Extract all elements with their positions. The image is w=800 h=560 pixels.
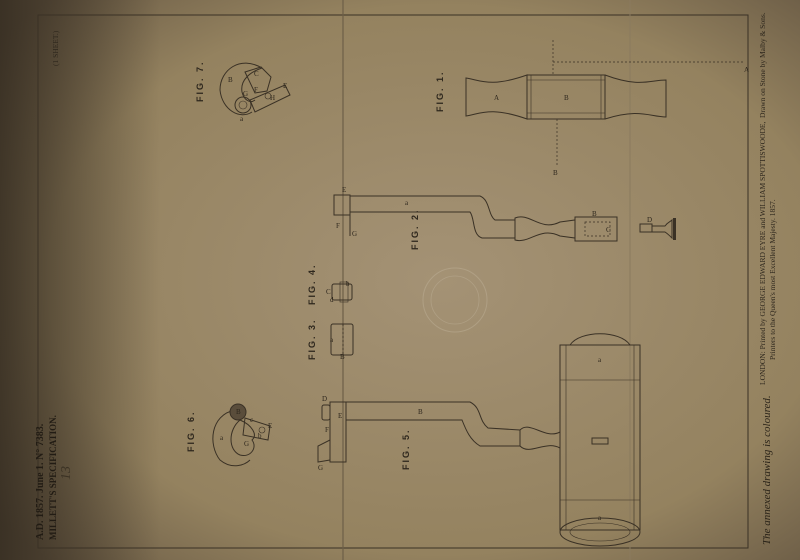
part-label: D — [322, 395, 327, 403]
part-label: E — [338, 412, 342, 420]
printer-line-2: Printers to the Queen's most Excellent M… — [768, 199, 777, 360]
fig4-label: FIG. 4. — [307, 263, 317, 305]
part-label: b — [346, 280, 350, 288]
part-label: a — [598, 356, 602, 364]
fig2-drawing: a E F G B C D — [333, 186, 676, 242]
title-line-1: A.D. 1857. June 1. N° 7383. — [35, 423, 46, 540]
part-label: C — [606, 226, 611, 234]
printer-line-1: LONDON: Printed by GEORGE EDWARD EYRE an… — [758, 121, 767, 385]
fig6-drawing: a B G c E b — [212, 403, 272, 467]
border-frame — [37, 14, 749, 549]
sheet-count: (1 SHEET.) — [51, 30, 60, 66]
fig7-label: FIG. 7. — [195, 60, 205, 102]
scan-shadow — [0, 0, 160, 560]
part-label: B — [228, 76, 233, 84]
part-label: D — [647, 216, 652, 224]
part-label: a — [598, 514, 602, 522]
handwritten-number: 13 — [59, 466, 74, 480]
part-label: F — [254, 86, 258, 94]
part-label: F — [336, 222, 340, 230]
lithographer-credit: Drawn on Stone by Malby & Sons. — [758, 12, 767, 118]
fig2-label: FIG. 2. — [410, 208, 420, 250]
part-label: G — [352, 230, 357, 238]
part-label: a — [405, 199, 409, 207]
coloured-note: The annexed drawing is coloured. — [761, 395, 773, 545]
part-label: a — [330, 336, 334, 344]
part-label: H — [270, 94, 275, 102]
part-label: G — [244, 440, 249, 448]
part-label: a — [240, 115, 244, 123]
part-label: a — [220, 434, 224, 442]
part-label: c — [250, 416, 253, 424]
part-label: A — [494, 94, 499, 102]
fig6-label: FIG. 6. — [186, 410, 196, 452]
part-label: E — [283, 82, 287, 90]
part-label: A — [744, 66, 749, 74]
fig3-drawing: a B — [330, 323, 354, 361]
part-label: b — [258, 432, 262, 440]
title-line-2: MILLETT'S SPECIFICATION. — [48, 415, 58, 540]
part-label: d — [330, 296, 334, 304]
part-label: G — [318, 464, 323, 472]
fig7-drawing: B C G F H E a — [219, 62, 291, 123]
part-label: E — [342, 186, 346, 194]
fig1-label: FIG. 1. — [435, 70, 445, 112]
part-label: B — [564, 94, 569, 102]
part-label: G — [243, 90, 248, 98]
part-label: B — [340, 353, 345, 361]
part-label: F — [325, 426, 329, 434]
part-label: C — [326, 288, 331, 296]
fig5-drawing: D F E G B a a — [317, 333, 641, 547]
part-label: B — [418, 408, 423, 416]
fig5-label: FIG. 5. — [401, 428, 411, 470]
part-label: B — [553, 169, 558, 177]
fig4-drawing: C d b — [326, 280, 353, 304]
fig3-label: FIG. 3. — [307, 318, 317, 360]
fig1-drawing: A B A B — [465, 40, 749, 177]
part-label: B — [592, 210, 597, 218]
part-label: C — [254, 70, 259, 78]
part-label: E — [268, 422, 272, 430]
seal-stamp — [422, 267, 488, 333]
part-label: B — [236, 408, 241, 416]
